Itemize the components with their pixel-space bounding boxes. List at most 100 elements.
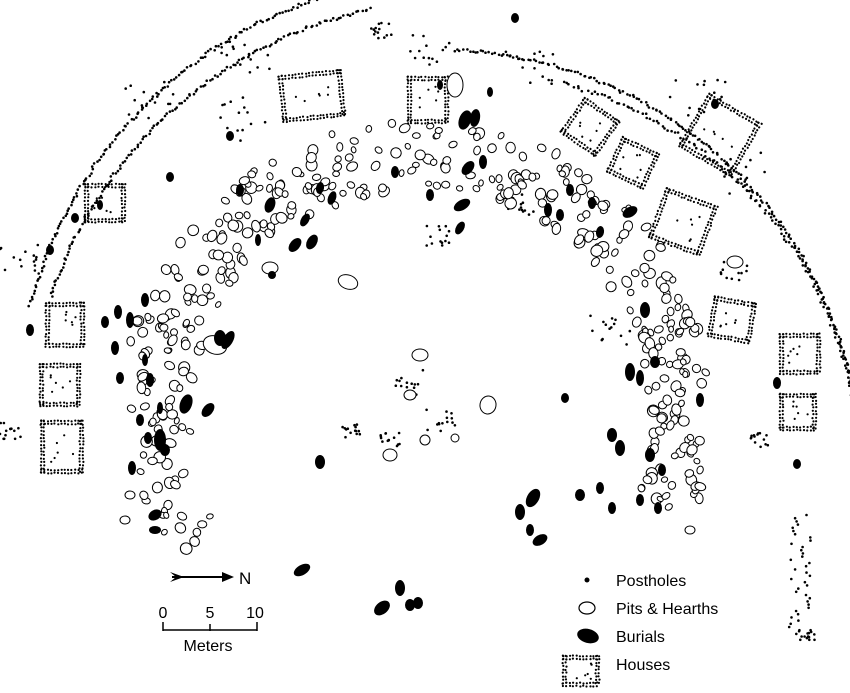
house-posthole [706,332,709,335]
posthole [647,106,651,109]
house-posthole [710,309,714,312]
house-posthole [42,430,45,433]
house-posthole [753,123,756,126]
posthole [840,355,843,359]
house-posthole [736,163,739,166]
house-posthole [660,210,663,213]
posthole [98,158,101,162]
house-posthole [79,372,82,376]
house-posthole [55,345,58,348]
house-posthole [410,93,413,96]
posthole [60,269,63,272]
house-posthole [566,121,569,124]
house-posthole [751,322,754,326]
posthole [617,102,621,105]
pit [164,360,176,371]
posthole [456,48,459,51]
posthole [438,228,442,232]
burial [793,459,801,469]
pit [247,170,257,179]
posthole [716,153,719,156]
house-posthole [81,447,84,450]
posthole [745,176,749,180]
posthole [640,100,643,104]
pit [675,348,686,357]
posthole [619,334,623,338]
posthole [765,201,769,205]
house-posthole [70,420,73,423]
house-posthole [608,134,611,137]
posthole [355,423,359,426]
house-posthole [306,118,309,121]
house-posthole [281,88,285,91]
house-posthole [712,207,715,211]
house-posthole [603,110,606,113]
house-posthole [45,401,48,404]
house-posthole [592,655,595,658]
house-posthole [53,419,56,422]
house-posthole [818,370,822,373]
house-posthole [54,381,58,384]
posthole [229,35,232,39]
posthole [287,9,290,13]
house-posthole [754,302,758,306]
posthole [816,285,820,288]
posthole [379,436,383,440]
house-posthole [87,193,90,196]
house-posthole [45,325,48,328]
house-posthole [747,342,750,345]
house-posthole [749,336,752,339]
house-posthole [663,193,666,196]
house-posthole [693,249,696,252]
posthole [71,240,74,244]
house-posthole [82,440,85,443]
posthole [51,286,55,290]
house-posthole [738,114,741,117]
burial [264,197,276,213]
house-posthole [66,423,70,426]
house-posthole [78,420,81,423]
house-posthole [279,92,282,95]
posthole [562,80,566,84]
posthole [723,80,727,84]
posthole [142,90,146,94]
house-posthole [78,396,81,399]
house-posthole [746,304,750,307]
house-posthole [604,114,607,117]
posthole [837,335,841,339]
house-posthole [799,396,802,399]
posthole [793,516,797,520]
posthole [533,67,536,70]
house-posthole [52,401,55,404]
house-posthole [434,79,437,82]
house-posthole [747,329,750,332]
house-posthole [582,658,585,661]
house-posthole [647,167,651,170]
house-posthole [41,379,44,382]
posthole [687,114,690,117]
house-posthole [93,201,97,204]
house-posthole [703,102,706,105]
posthole [446,420,449,424]
house-posthole [659,213,662,216]
burial [437,80,443,90]
house-posthole [706,95,709,99]
posthole [72,198,75,201]
house-posthole [719,99,722,102]
posthole [217,44,220,48]
house-posthole [67,472,70,475]
house-posthole [677,244,680,247]
house-posthole [614,159,617,162]
pit [574,168,583,178]
house-posthole [561,127,565,130]
posthole [315,0,319,2]
posthole [229,100,232,103]
posthole [189,64,193,67]
pit [495,174,503,184]
house-posthole [681,144,684,147]
house-posthole [619,173,622,176]
posthole [583,74,587,78]
house-posthole [325,113,329,116]
house-posthole [662,197,665,200]
house-posthole [615,155,618,159]
